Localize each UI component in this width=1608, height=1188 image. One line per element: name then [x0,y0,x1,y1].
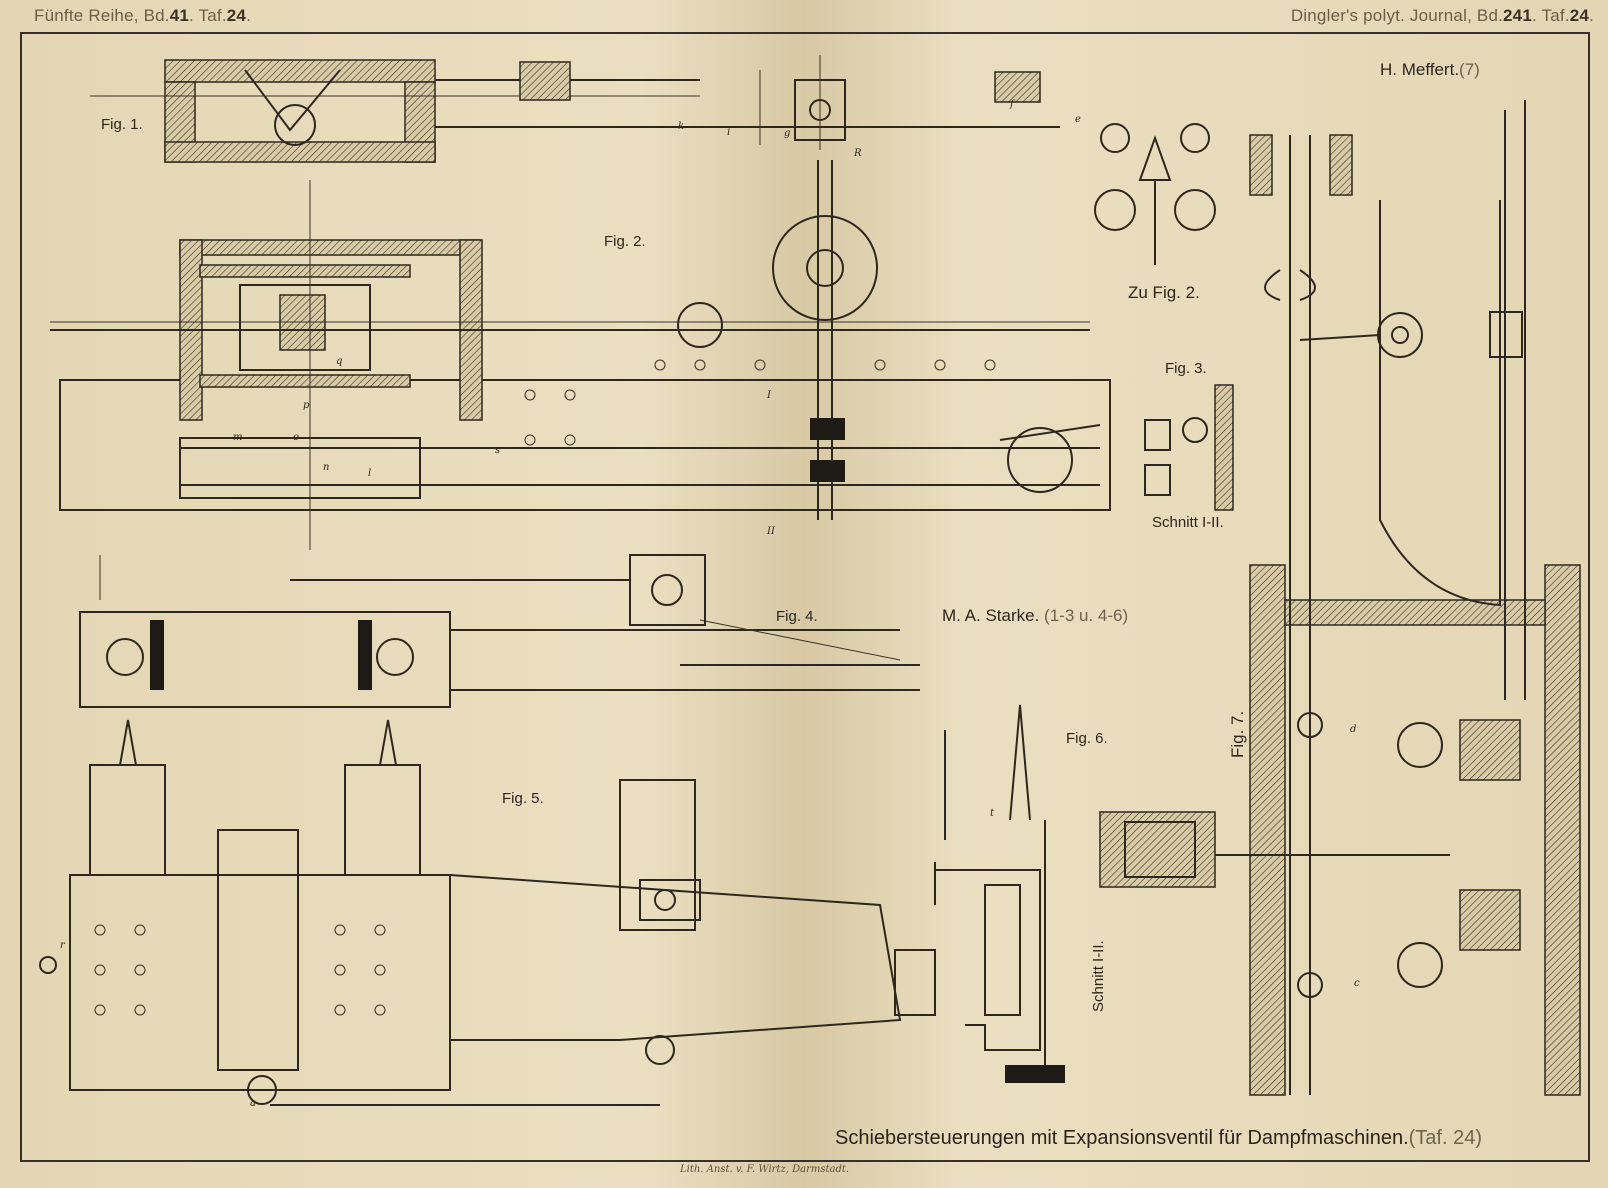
fig3-drawing [1144,384,1234,511]
part-letter-I: I [767,390,771,401]
part-letter-o: o [293,432,300,443]
credit-starke: M. A. Starke. (1-3 u. 4-6) [942,606,1129,625]
part-letter-i: i [727,127,731,138]
fig6-drawing [934,704,1065,1083]
header-left: Fünfte Reihe, Bd.41. Taf.24. [34,6,252,25]
part-letter-g: g [784,128,791,139]
plate-title: Schiebersteuerungen mit Expansionsventil… [835,1127,1482,1149]
part-letter-m: m [233,432,243,443]
part-letter-s: s [495,445,501,456]
part-letter-d: d [1350,724,1357,735]
fig7-label: Fig. 7. [1228,710,1247,758]
part-letter-II: II [767,526,775,537]
fig2-label: Fig. 2. [604,233,646,250]
part-letter-l: l [368,468,372,479]
part-letter-k: k [678,121,685,132]
header-right: Dingler's polyt. Journal, Bd.241. Taf.24… [1290,6,1594,25]
zu-fig2-label: Zu Fig. 2. [1128,283,1200,302]
credit-meffert: H. Meffert.(7) [1380,60,1480,79]
zu-fig2-drawing [1094,123,1216,265]
printer-credit: Lith. Anst. v. F. Wirtz, Darmstadt. [680,1164,850,1175]
fig7-drawing [1099,100,1581,1096]
fig3-label: Fig. 3. [1165,360,1207,377]
part-letter-q: q [336,356,343,367]
part-letter-c: c [1354,978,1360,989]
part-letter-p: p [303,400,310,411]
fig5-drawing [39,719,936,1106]
fig6-section-label: Schnitt I-II. [1090,940,1107,1012]
part-letter-n: n [323,462,330,473]
fig5-label: Fig. 5. [502,790,544,807]
fig1-drawing [90,55,1060,163]
part-letter-e: e [1075,114,1081,125]
part-letter-t: t [990,808,995,819]
part-letter-r: r [60,940,65,951]
fig4-label: Fig. 4. [776,608,818,625]
fig3-section-label: Schnitt I-II. [1152,514,1224,531]
fig1-label: Fig. 1. [101,116,143,133]
fig6-label: Fig. 6. [1066,730,1108,747]
part-letter-f: f [1010,99,1014,110]
fig4-drawing [79,554,920,708]
part-letter-a: a [250,1098,256,1109]
plate-frame [20,32,1590,1162]
part-letter-R: R [854,148,862,159]
fig2-drawing [50,160,1111,550]
